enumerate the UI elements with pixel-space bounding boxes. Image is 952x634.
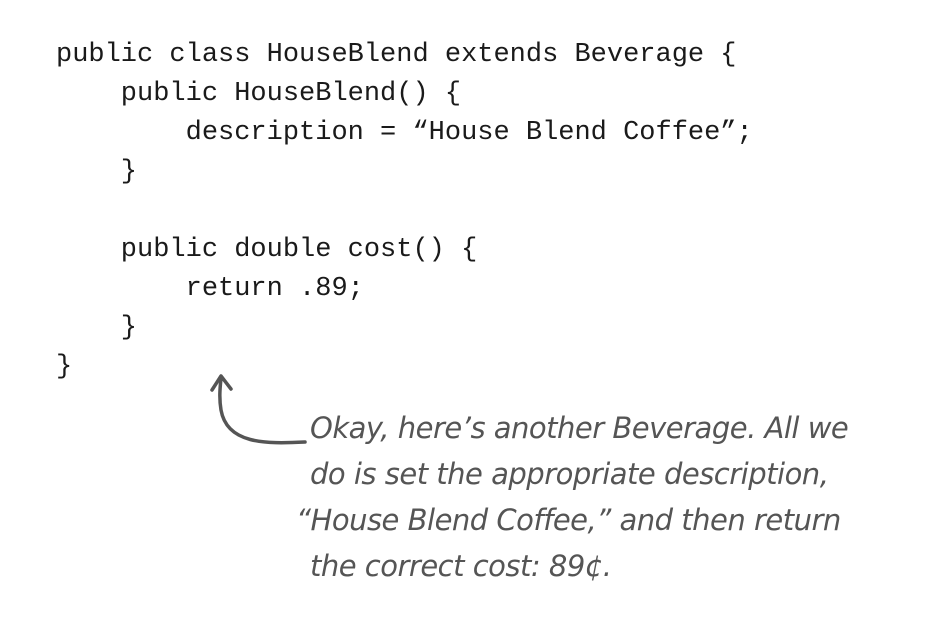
code-line-class-declaration: public class HouseBlend extends Beverage… (56, 40, 737, 70)
code-line-constructor-declaration: public HouseBlend() { (56, 79, 462, 109)
code-line-constructor-close: } (56, 157, 138, 187)
annotation-line: Okay, here’s another Beverage. All we (310, 411, 849, 445)
annotation-line: “House Blend Coffee,” and then return (296, 503, 841, 537)
code-line-method-close: } (56, 313, 138, 343)
annotation-arrow-icon (210, 374, 307, 445)
code-line-blank (56, 192, 753, 231)
handwritten-annotation: Okay, here’s another Beverage. All we do… (296, 405, 910, 589)
annotation-line: the correct cost: 89¢. (310, 549, 612, 583)
code-line-return: return .89; (56, 274, 364, 304)
code-line-class-close: } (56, 352, 73, 382)
code-listing: public class HouseBlend extends Beverage… (56, 36, 753, 387)
annotation-line: do is set the appropriate description, (310, 457, 829, 491)
code-line-cost-declaration: public double cost() { (56, 235, 478, 265)
code-line-description-assignment: description = “House Blend Coffee”; (56, 118, 753, 148)
